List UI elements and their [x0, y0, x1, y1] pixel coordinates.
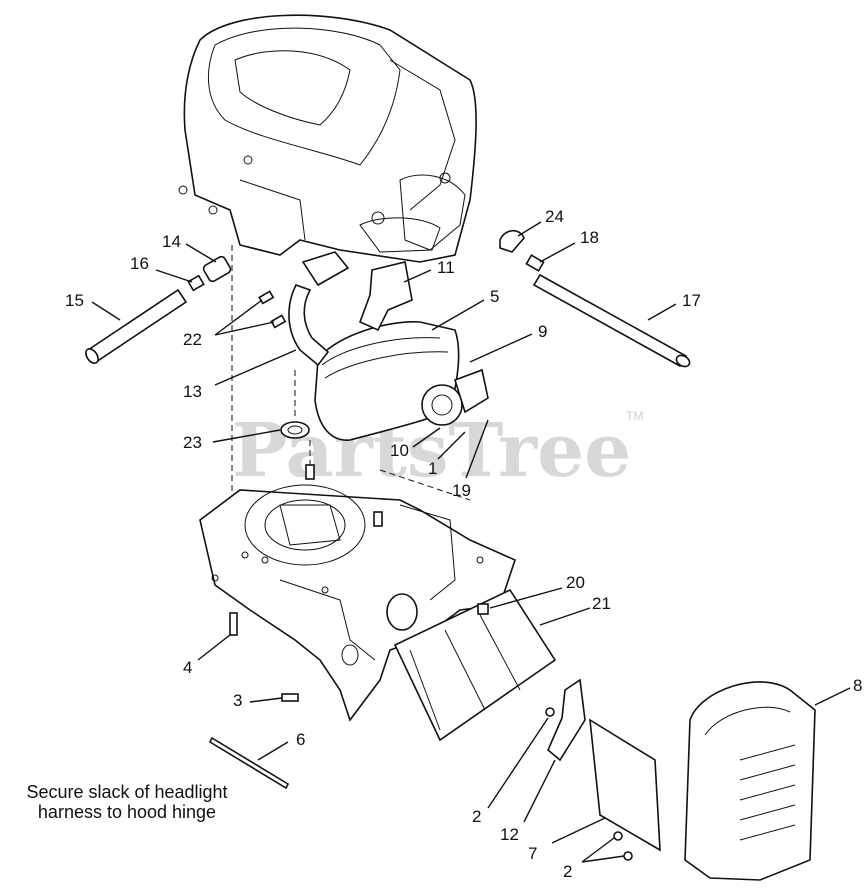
watermark-trademark: TM	[626, 409, 643, 423]
callout-7: 7	[528, 844, 537, 863]
stud	[305, 464, 315, 480]
callout-12: 12	[500, 825, 519, 844]
bolt-22a	[258, 290, 275, 305]
assembly-note-line2: harness to hood hinge	[37, 802, 217, 822]
callout-18: 18	[580, 228, 599, 247]
callout-8: 8	[853, 676, 862, 695]
nut-20	[477, 603, 489, 615]
callout-14: 14	[162, 232, 181, 251]
callout-labels: 24 18 14 16 11 15 5 17 22 9 13 23 10 1 1…	[65, 207, 862, 881]
callout-2-upper: 2	[472, 807, 481, 826]
callout-19: 19	[452, 481, 471, 500]
fitting-14	[202, 255, 232, 283]
callout-24: 24	[545, 207, 564, 226]
gasket-23	[280, 421, 310, 439]
muffler-drawing	[314, 321, 489, 441]
callout-6: 6	[296, 730, 305, 749]
callout-3: 3	[233, 691, 242, 710]
exhaust-flange	[301, 251, 350, 287]
assembly-note-line1: Secure slack of headlight	[26, 782, 228, 802]
callout-13: 13	[183, 382, 202, 401]
callout-10: 10	[390, 441, 409, 460]
callout-16: 16	[130, 254, 149, 273]
assembly-note: Secure slack of headlight harness to hoo…	[2, 782, 252, 822]
fitting-16	[187, 274, 205, 292]
hinge-bracket-12	[547, 678, 586, 762]
muffler-bracket	[358, 261, 413, 332]
cable-tie-6	[208, 736, 290, 790]
callout-23: 23	[183, 433, 202, 452]
hinge-plate-7	[589, 718, 661, 852]
callout-20: 20	[566, 573, 585, 592]
pin	[373, 511, 383, 527]
tube-15	[85, 288, 188, 364]
exhaust-pipe	[288, 284, 330, 367]
callout-22: 22	[183, 330, 202, 349]
callout-2-lower: 2	[563, 862, 572, 881]
callout-17: 17	[682, 291, 701, 310]
callout-11: 11	[437, 258, 455, 277]
callout-21: 21	[592, 594, 611, 613]
callout-4: 4	[183, 658, 192, 677]
callout-9: 9	[538, 322, 547, 341]
leader-lines	[91, 221, 851, 863]
engine-drawing	[178, 14, 477, 263]
callout-15: 15	[65, 291, 84, 310]
bolt-4	[229, 612, 238, 636]
callout-5: 5	[490, 287, 499, 306]
rod-17	[532, 273, 691, 368]
chassis-frame	[199, 484, 516, 722]
callout-1: 1	[428, 459, 437, 478]
clip-18	[525, 254, 545, 272]
bolt-22b	[270, 314, 287, 329]
bolt-3	[281, 693, 299, 702]
grille-8	[684, 681, 816, 881]
clip-24	[499, 229, 525, 253]
screen-21	[393, 588, 557, 742]
